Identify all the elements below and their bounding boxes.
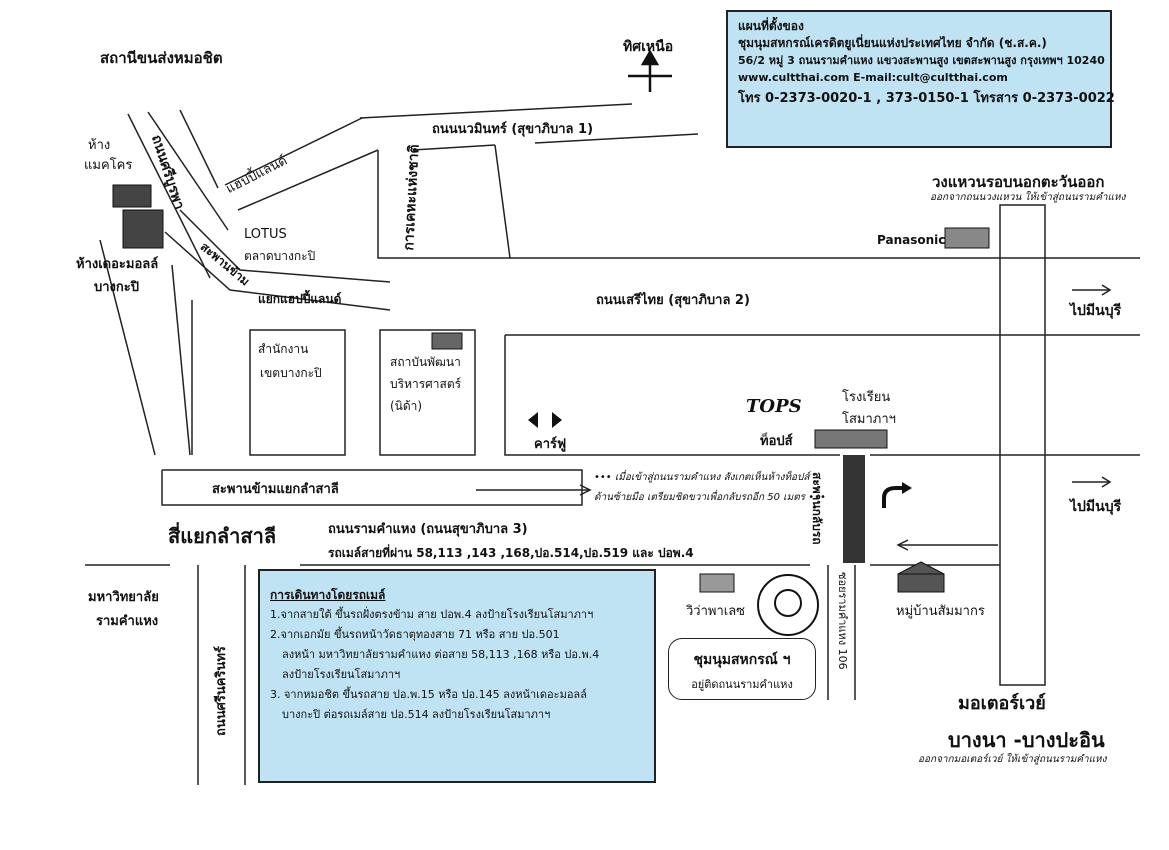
- bus-lines-label: รถเมล์สายที่ผ่าน 58,113 ,143 ,168,ปอ.514…: [328, 546, 694, 560]
- left-road-edge-1: [99, 239, 156, 456]
- directions-line-6: บางกะปิ ต่อรถเมล์สาย ปอ.514 ลงป้ายโรงเรี…: [282, 708, 551, 721]
- soi-106-label: ซอยรามคำแหง 106: [836, 572, 849, 670]
- navamin-road-south-edge-left: [412, 144, 496, 151]
- location-marker: ชุมนุมสหกรณ์ ฯ อยู่ติดถนนรามคำแหง: [668, 638, 816, 700]
- ramkhamhaeng-university-label-1: มหาวิทยาลัย: [88, 590, 159, 605]
- district-office-label-1: สำนักงาน: [258, 342, 309, 356]
- themall-label-2: บางกะปิ: [94, 280, 140, 295]
- infobox-title: แผนที่ตั้งของ: [738, 19, 804, 33]
- directions-line-4: ลงป้ายโรงเรียนโสมาภาฯ: [282, 668, 401, 681]
- directions-line-1: 1.จากสายใต้ ขึ้นรถฝั่งตรงข้าม สาย ปอพ.4 …: [270, 608, 594, 621]
- uturn-bridge-label: สะพานกลับรถ: [810, 472, 824, 545]
- school-building-icon: [814, 429, 888, 449]
- nida-label-1: สถาบันพัฒนา: [390, 355, 461, 369]
- navamin-road-north-edge: [359, 103, 633, 119]
- viva-palace-building-icon: [699, 573, 735, 593]
- contact-info-box: แผนที่ตั้งของ ชุมนุมสหกรณ์เครดิตยูเนี่ยน…: [726, 10, 1115, 148]
- happyland-bridge-edge-1: [164, 231, 391, 311]
- location-sub: อยู่ติดถนนรามคำแหง: [691, 678, 793, 691]
- location-name: ชุมนุมสหกรณ์ ฯ: [693, 652, 791, 668]
- srinakarin-road-label: ถนนศรีนครินทร์: [214, 646, 229, 736]
- serithai-road-label: ถนนเสรีไทย (สุขาภิบาล 2): [596, 293, 750, 308]
- nida-block: [379, 329, 476, 456]
- to-minburi-label-2: ไปมีนบุรี: [1070, 499, 1122, 515]
- makro-building-icon: [112, 184, 164, 249]
- infobox-address: 56/2 หมู่ 3 ถนนรามคำแหง แขวงสะพานสูง เขต…: [738, 54, 1105, 67]
- ring-road-label: วงแหวนรอบนอกตะวันออก: [932, 173, 1105, 191]
- north-arrow-icon: [628, 49, 672, 92]
- directions-line-3: ลงหน้า มหาวิทยาลัยรามคำแหง ต่อสาย 58,113…: [282, 648, 600, 661]
- bus-directions-box: การเดินทางโดยรถเมล์ 1.จากสายใต้ ขึ้นรถฝั…: [258, 569, 656, 783]
- school-label-1: โรงเรียน: [842, 390, 891, 405]
- lamsali-bridge: [161, 469, 583, 506]
- village-house-icon: [897, 561, 945, 593]
- happyland-road-edge-2: [224, 117, 363, 186]
- makro-label-1: ห้าง: [88, 138, 111, 153]
- kehachart-block: [377, 144, 511, 259]
- navamin-road-south-edge-right: [534, 133, 699, 144]
- left-road-edge-2: [171, 264, 191, 456]
- motorway-note: ออกจากมอเตอร์เวย์ ให้เข้าสู่ถนนรามคำแหง: [918, 754, 1107, 765]
- uturn-arrow-icon: [882, 486, 904, 508]
- infobox-web[interactable]: www.cultthai.com E-mail:cult@cultthai.co…: [738, 71, 1008, 84]
- infobox-phone: โทร 0-2373-0020-1 , 373-0150-1 โทรสาร 0-…: [738, 91, 1115, 106]
- carrefour-logo-icon: [528, 412, 562, 428]
- tops-logo: TOPS: [746, 396, 802, 417]
- panasonic-building-icon: [944, 227, 990, 249]
- district-office-block: [249, 329, 346, 456]
- north-label: ทิศเหนือ: [623, 39, 674, 55]
- sriboon-road-west-edge: [127, 113, 211, 279]
- to-minburi-label-1: ไปมีนบุรี: [1070, 303, 1122, 319]
- directions-heading: การเดินทางโดยรถเมล์: [270, 588, 386, 602]
- mochit-bus-label: สถานีขนส่งหมอชิต: [100, 49, 223, 67]
- bangkapi-market-label: ตลาดบางกะปิ: [244, 249, 316, 263]
- cult-logo-icon: [757, 574, 819, 636]
- route-note-2: ด้านซ้ายมือ เตรียมชิดขวาเพื่อกลับรถอีก 5…: [594, 492, 826, 503]
- themall-label-1: ห้างเดอะมอลล์: [76, 257, 159, 272]
- nida-label-2: บริหารศาสตร์: [390, 377, 462, 391]
- viva-palace-label: วิว่าพาเลซ: [686, 604, 746, 619]
- ring-road: [999, 204, 1046, 686]
- nida-label-3: (นิด้า): [390, 399, 423, 413]
- school-label-2: โสมาภาฯ: [842, 412, 896, 427]
- ramkhamhaeng-road-label: ถนนรามคำแหง (ถนนสุขาภิบาล 3): [328, 522, 528, 537]
- happyland-road-edge-3: [237, 149, 379, 211]
- lamsali-bridge-label: สะพานข้ามแยกลำสาลี: [212, 482, 339, 497]
- motorway-label: มอเตอร์เวย์: [958, 693, 1046, 714]
- directions-line-5: 3. จากหมอชิต ขึ้นรถสาย ปอ.พ.15 หรือ ปอ.1…: [270, 688, 587, 701]
- lotus-label: LOTUS: [244, 227, 287, 242]
- directions-line-2: 2.จากเอกมัย ขึ้นรถหน้าวัดธาตุทองสาย 71 ห…: [270, 628, 560, 641]
- happyland-junction-label: แยกแฮปปี้แลนด์: [258, 292, 342, 306]
- ramkhamhaeng-university-label-2: รามคำแหง: [96, 614, 159, 629]
- village-label: หมู่บ้านสัมมากร: [896, 604, 985, 619]
- sriboon-road-east-edge: [147, 111, 229, 231]
- bangna-label: บางนา -บางปะอิน: [948, 728, 1105, 752]
- navamin-road-label: ถนนนวมินทร์ (สุขาภิบาล 1): [432, 122, 594, 137]
- route-note-1: ••• เมื่อเข้าสู่ถนนรามคำแหง สังเกตเห็นห้…: [594, 472, 810, 483]
- tops-label: ท็อปส์: [760, 434, 793, 449]
- carrefour-label: คาร์ฟู: [534, 437, 567, 452]
- tops-block: [504, 335, 840, 456]
- district-office-label-2: เขตบางกะปิ: [260, 366, 322, 380]
- happyland-bridge-edge-2: [179, 209, 391, 283]
- ring-road-note: ออกจากถนนวงแหวน ให้เข้าสู่ถนนรามคำแหง: [930, 192, 1126, 203]
- infobox-name: ชุมนุมสหกรณ์เครดิตยูเนี่ยนแห่งประเทศไทย …: [738, 36, 1047, 50]
- happyland-road-edge-1: [179, 109, 219, 189]
- uturn-bridge: [843, 455, 865, 563]
- nida-building-icon: [431, 332, 463, 350]
- makro-label-2: แมคโคร: [84, 158, 133, 173]
- panasonic-label: Panasonic: [877, 233, 946, 247]
- lamsali-junction-label: สี่แยกลำสาลี: [168, 524, 277, 548]
